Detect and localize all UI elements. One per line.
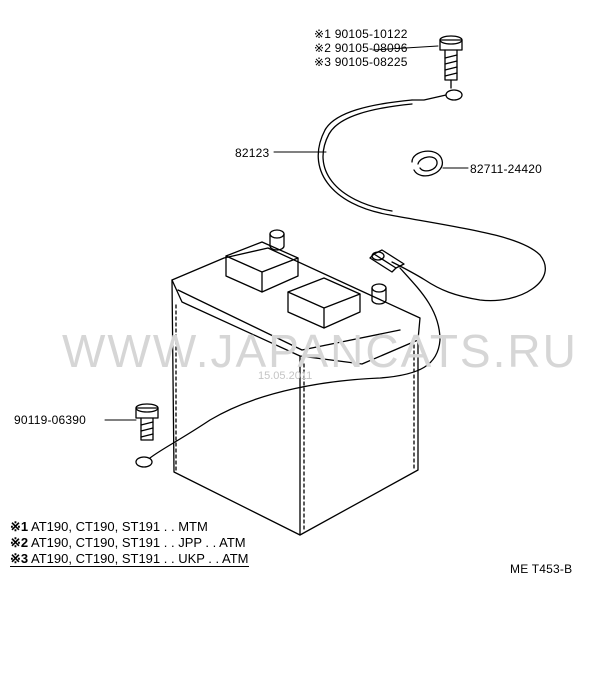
cable-clamp-icon — [411, 150, 443, 177]
part-label-clamp: 82711-24420 — [470, 162, 543, 176]
part-label-bolt-2: ※2 90105-08096 — [314, 41, 408, 55]
part-label-cable: 82123 — [235, 146, 270, 160]
note-2: ※2 AT190, CT190, ST191 . . JPP . . ATM — [10, 535, 246, 550]
note-3: ※3 AT190, CT190, ST191 . . UKP . . ATM — [10, 551, 249, 567]
leader-lines — [104, 45, 469, 421]
part-label-bolt-3: ※3 90105-08225 — [314, 55, 408, 69]
ground-cable — [135, 267, 441, 468]
top-bolt-icon — [439, 35, 463, 89]
watermark-date: 15.05.2011 — [258, 370, 313, 382]
part-label-bolt-1: ※1 90105-10122 — [314, 27, 408, 41]
battery — [171, 229, 421, 536]
diagram-code: ME T453-B — [510, 562, 573, 576]
part-label-bolt-left: 90119-06390 — [14, 413, 87, 427]
note-1: ※1 AT190, CT190, ST191 . . MTM — [10, 519, 208, 534]
battery-cable — [317, 89, 546, 302]
left-bolt-icon — [135, 403, 159, 441]
watermark-text: WWW.JAPANCATS.RU — [62, 325, 578, 377]
